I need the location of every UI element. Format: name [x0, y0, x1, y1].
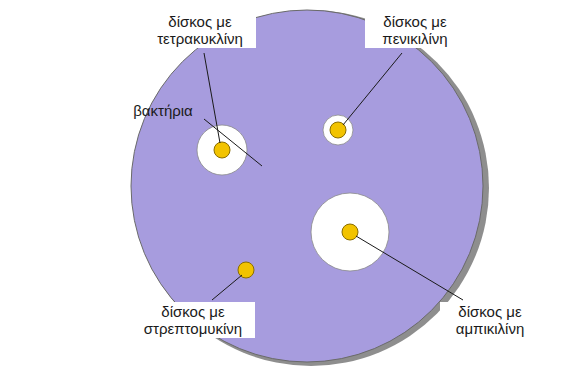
inhibition-zone	[311, 193, 389, 271]
part-label: δίσκος με αμπικιλίνη	[440, 302, 540, 338]
part-label: δίσκος με στρεπτομυκίνη	[131, 302, 255, 338]
leader-line	[212, 275, 242, 300]
part-label: δίσκος με πενικιλίνη	[365, 12, 465, 48]
leader-line	[343, 53, 402, 125]
bacteria-lawn	[131, 10, 483, 362]
antibiotic-disk	[214, 142, 230, 158]
region-label: βακτήρια	[118, 101, 208, 120]
inhibition-zone	[197, 125, 247, 175]
antibiotic-disk	[342, 224, 358, 240]
part-label: δίσκος με τετρακυκλίνη	[144, 12, 256, 48]
antibiotic-disk	[238, 262, 254, 278]
inhibition-zone	[323, 115, 353, 145]
leader-line	[356, 236, 463, 300]
leader-line	[204, 119, 262, 166]
